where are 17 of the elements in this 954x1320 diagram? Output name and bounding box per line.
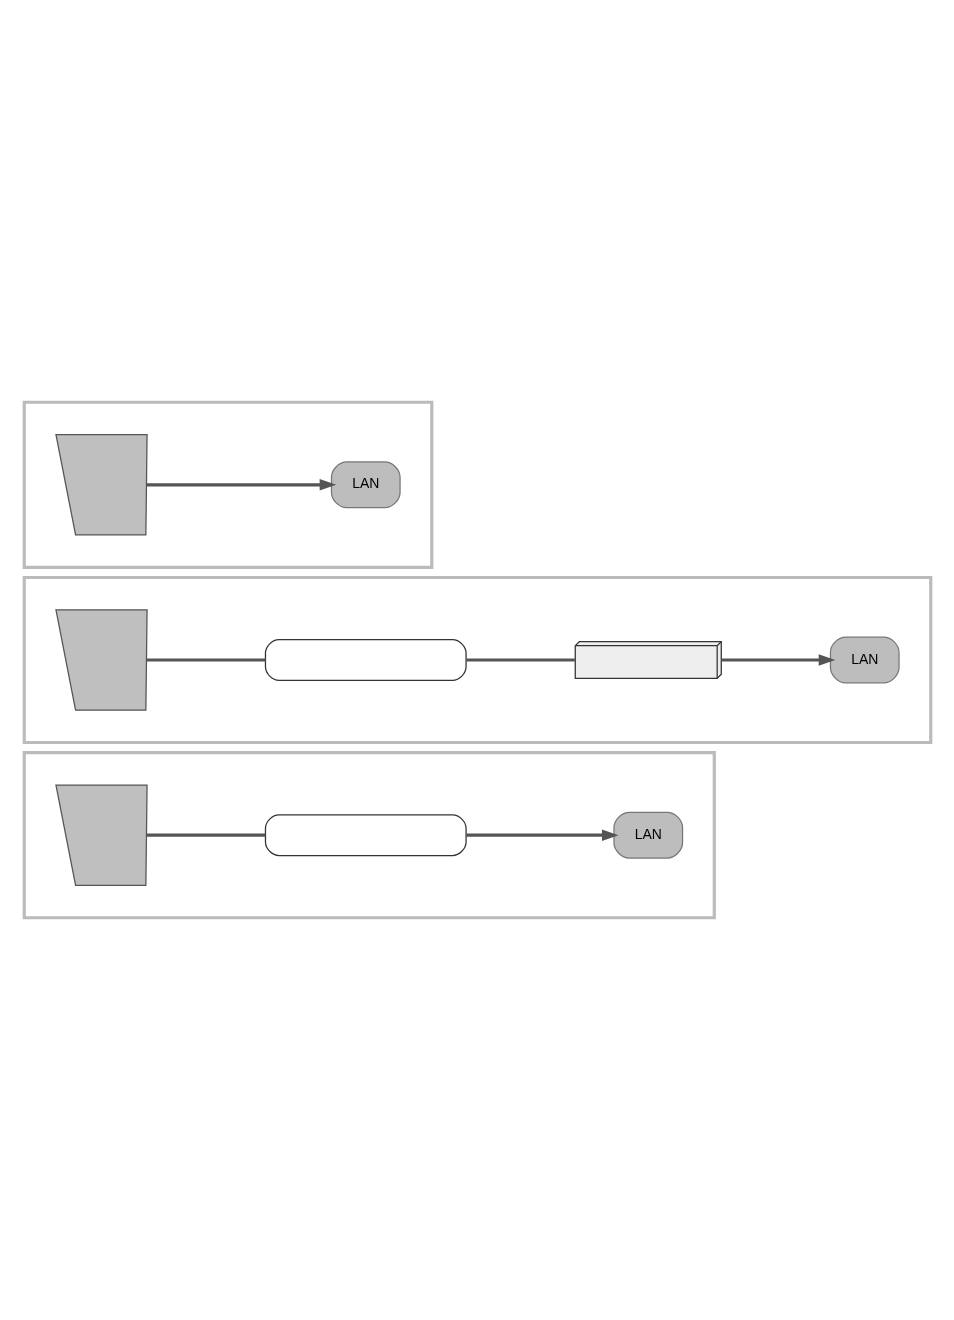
connector xyxy=(146,658,265,662)
node-box xyxy=(54,609,148,711)
node-box xyxy=(264,814,467,857)
connector xyxy=(146,833,265,837)
node-box xyxy=(54,784,148,886)
cluster xyxy=(22,575,932,745)
connector xyxy=(465,658,575,662)
arrow xyxy=(465,829,618,841)
node-box: LAN xyxy=(612,811,683,859)
node-box xyxy=(264,639,467,681)
node-box xyxy=(54,434,148,536)
cluster xyxy=(22,400,433,569)
node-box: LAN xyxy=(330,461,401,509)
arrow xyxy=(146,479,336,491)
node-box: LAN xyxy=(829,636,900,684)
arrow xyxy=(720,654,835,666)
cluster xyxy=(22,751,716,920)
